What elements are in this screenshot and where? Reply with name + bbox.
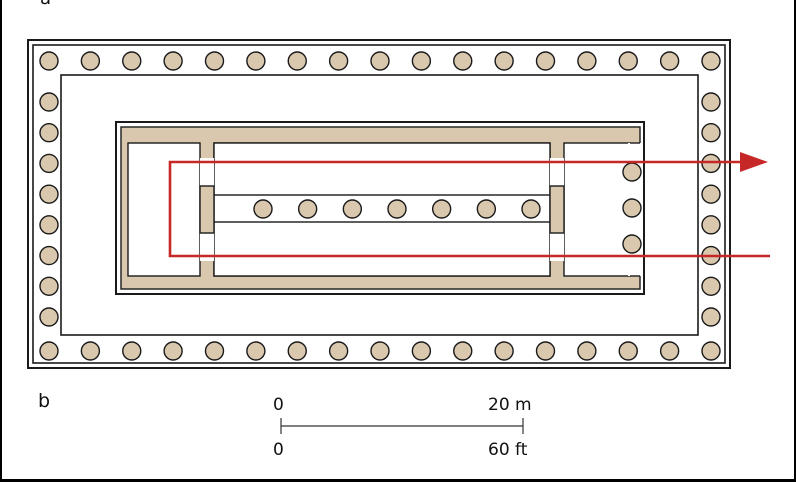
scale-imperial-end: 60 ft bbox=[488, 440, 528, 460]
cella-column bbox=[431, 199, 452, 219]
peristyle-column bbox=[39, 153, 59, 174]
anta-west bbox=[199, 185, 215, 234]
peristyle-column bbox=[163, 51, 183, 71]
peristyle-column bbox=[701, 153, 721, 174]
peristyle-column bbox=[328, 341, 349, 361]
peristyle-column bbox=[246, 341, 266, 361]
cella-column bbox=[297, 199, 318, 219]
peristyle-column bbox=[370, 51, 390, 71]
peristyle-column bbox=[494, 51, 514, 71]
peristyle-column bbox=[39, 276, 59, 296]
peristyle-column bbox=[411, 51, 432, 71]
peristyle-column bbox=[370, 341, 390, 361]
peristyle-column bbox=[618, 51, 638, 71]
naos-outer-outline bbox=[115, 121, 645, 295]
porch-column bbox=[622, 234, 642, 254]
scale-imperial-start: 0 bbox=[273, 440, 284, 460]
peristyle-column bbox=[701, 123, 721, 143]
cella-north-aisle bbox=[213, 142, 551, 196]
peristyle-column bbox=[701, 184, 721, 204]
panel-label-a: a bbox=[40, 0, 51, 8]
cella-south-aisle bbox=[213, 221, 551, 277]
peristyle-column bbox=[39, 123, 59, 143]
peristyle-column bbox=[618, 341, 638, 361]
scale-bar bbox=[280, 418, 524, 434]
peristyle-column bbox=[122, 51, 142, 71]
path-line bbox=[168, 160, 770, 258]
door-gap-west-top bbox=[200, 158, 214, 186]
circulation-path bbox=[168, 160, 770, 258]
peristyle-column bbox=[453, 341, 473, 361]
scale-metric-end: 20 m bbox=[488, 395, 532, 415]
peristyle-column bbox=[577, 51, 597, 71]
cella-column bbox=[253, 199, 273, 219]
porch-column bbox=[622, 162, 642, 182]
peristyle-column bbox=[39, 184, 59, 204]
peristyle-column bbox=[701, 307, 721, 327]
porch-columns bbox=[622, 162, 642, 254]
peristyle-column bbox=[659, 51, 680, 71]
porch-column bbox=[622, 198, 642, 218]
ambulatory-line bbox=[60, 74, 699, 336]
anta-east bbox=[549, 185, 565, 234]
stylobate-inner bbox=[32, 44, 726, 364]
peristyle-column bbox=[701, 341, 721, 361]
peristyle-column bbox=[411, 341, 432, 361]
cella-column bbox=[342, 199, 363, 219]
peristyle-column bbox=[204, 341, 225, 361]
path-arrowhead bbox=[740, 152, 768, 172]
peristyle-column bbox=[328, 51, 349, 71]
peristyle-column bbox=[39, 341, 59, 361]
peristyle-column bbox=[659, 341, 680, 361]
cella-column bbox=[476, 199, 497, 219]
peristyle-column bbox=[246, 51, 266, 71]
peristyle-column bbox=[163, 341, 183, 361]
peristyle-column bbox=[80, 51, 101, 71]
peristyle-column bbox=[701, 51, 721, 71]
door-gap-east-top bbox=[550, 158, 564, 186]
peristyle-column bbox=[535, 51, 556, 71]
cella-column bbox=[521, 199, 541, 219]
peristyle-column bbox=[39, 92, 59, 112]
opisthodomos-room bbox=[127, 142, 201, 277]
peristyle-column bbox=[701, 92, 721, 112]
scale-metric-start: 0 bbox=[273, 395, 284, 415]
peristyle-column bbox=[39, 245, 59, 266]
door-gap-west-bottom bbox=[200, 233, 214, 261]
peristyle-column bbox=[287, 341, 307, 361]
cella-columns bbox=[253, 199, 541, 219]
peristyle-column bbox=[453, 51, 473, 71]
peristyle-column bbox=[39, 215, 59, 235]
peristyle-column bbox=[39, 51, 59, 71]
cella-column bbox=[387, 199, 407, 219]
door-gap-east-bottom bbox=[550, 233, 564, 261]
peristyle-column bbox=[535, 341, 556, 361]
peristyle-column bbox=[80, 341, 101, 361]
peristyle-column bbox=[122, 341, 142, 361]
peristyle-column bbox=[287, 51, 307, 71]
peristyle-column bbox=[204, 51, 225, 71]
panel-label-b: b bbox=[38, 390, 51, 412]
peristyle-column bbox=[701, 215, 721, 235]
peristyle-column bbox=[577, 341, 597, 361]
peristyle-columns bbox=[39, 51, 721, 361]
peristyle-column bbox=[494, 341, 514, 361]
peristyle-column bbox=[701, 276, 721, 296]
peristyle-column bbox=[39, 307, 59, 327]
